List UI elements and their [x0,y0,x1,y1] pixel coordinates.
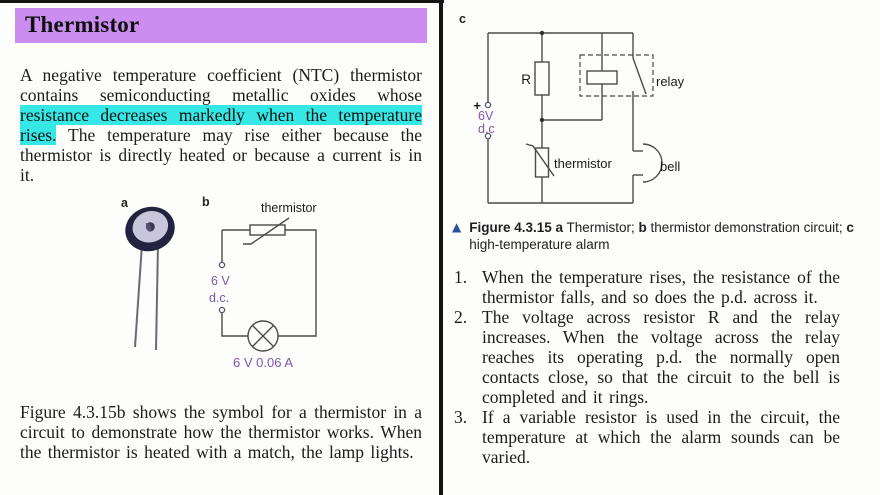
list-item-text: If a variable resistor is used in the ci… [482,407,840,467]
caption-seg6: high-temperature alarm [469,237,610,252]
list-item-text: When the temperature rises, the resistan… [482,267,840,307]
resistor-R-symbol [534,61,550,96]
thermistor-symbol [243,217,290,245]
circuit-c-supply-voltage: 6V [478,109,494,123]
circuit-b-diagram: thermistor 6 V d.c. 6 V 0.06 A [205,198,375,380]
list-item-number: 3. [454,407,468,427]
thermistor-disc [125,206,175,252]
bell-symbol [633,143,663,183]
top-border-line [0,0,444,3]
caption-triangle-icon: ▲ [452,220,462,234]
thermistor-lead-left [134,243,143,348]
list-item: 3. If a variable resistor is used in the… [450,407,840,467]
list-item: 1. When the temperature rises, the resis… [450,267,840,307]
circuit-b-svg: thermistor 6 V d.c. 6 V 0.06 A [209,201,317,370]
intro-paragraph: A negative temperature coefficient (NTC)… [20,65,422,185]
figure-a-label: a [121,196,128,210]
intro-text-after: The temperature may rise either because … [20,124,422,185]
thermistor-lead-right [155,243,159,351]
lamp-rating-label: 6 V 0.06 A [233,355,293,370]
section-title-highlight: Thermistor [15,8,427,43]
circuit-c-supply-dc: d.c [478,122,495,136]
thermistor-label-c: thermistor [554,156,612,171]
list-item: 2. The voltage across resistor R and the… [450,307,840,407]
page-title: Thermistor [25,12,140,37]
caption-seg4: thermistor demonstration circuit; [646,220,847,235]
circuit-c-wires [487,32,634,204]
circuit-b-supply-dc: d.c. [209,291,229,305]
relay-switch-blade [632,57,647,95]
relay-dashed-box [579,54,654,97]
list-item-text: The voltage across resistor R and the re… [482,307,840,407]
caption-seg2: Thermistor; [563,220,639,235]
relay-coil-symbol [586,70,618,85]
caption-text: Figure 4.3.15 a Thermistor; b thermistor… [469,219,857,253]
plus-sign: + [473,98,481,113]
circuit-b-thermistor-label: thermistor [261,201,317,215]
figure-caption: ▲ Figure 4.3.15 a Thermistor; b thermist… [452,219,857,253]
thermistor-photo-svg [125,206,175,351]
circuit-b-supply-voltage: 6 V [211,274,230,288]
list-item-number: 1. [454,267,468,287]
figure-b-label: b [202,195,210,209]
numbered-list: 1. When the temperature rises, the resis… [450,267,840,467]
caption-b-marker: b [638,220,647,235]
circuit-b-wires [221,229,317,337]
column-divider [439,0,443,495]
junction-dots [539,30,545,123]
bell-label: bell [660,159,680,174]
list-item-number: 2. [454,307,468,327]
thermistor-symbol-c [525,143,555,178]
lamp-symbol [247,320,279,352]
figure-c-label: c [459,12,466,26]
relay-label: relay [656,74,685,89]
thermistor-photo [118,202,188,352]
battery-terminals [218,261,226,314]
closing-paragraph: Figure 4.3.15b shows the symbol for a th… [20,401,422,462]
supply-terminals-c [484,101,492,140]
caption-c-marker: c [846,220,854,235]
resistor-R-label: R [521,72,531,87]
circuit-c-diagram: + 6V d.c R relay thermistor bell [450,8,695,210]
circuit-c-svg: + 6V d.c R relay thermistor bell [473,30,685,204]
caption-figure-number: Figure 4.3.15 a [469,220,564,235]
intro-text-before: A negative temperature coefficient (NTC)… [20,64,422,105]
